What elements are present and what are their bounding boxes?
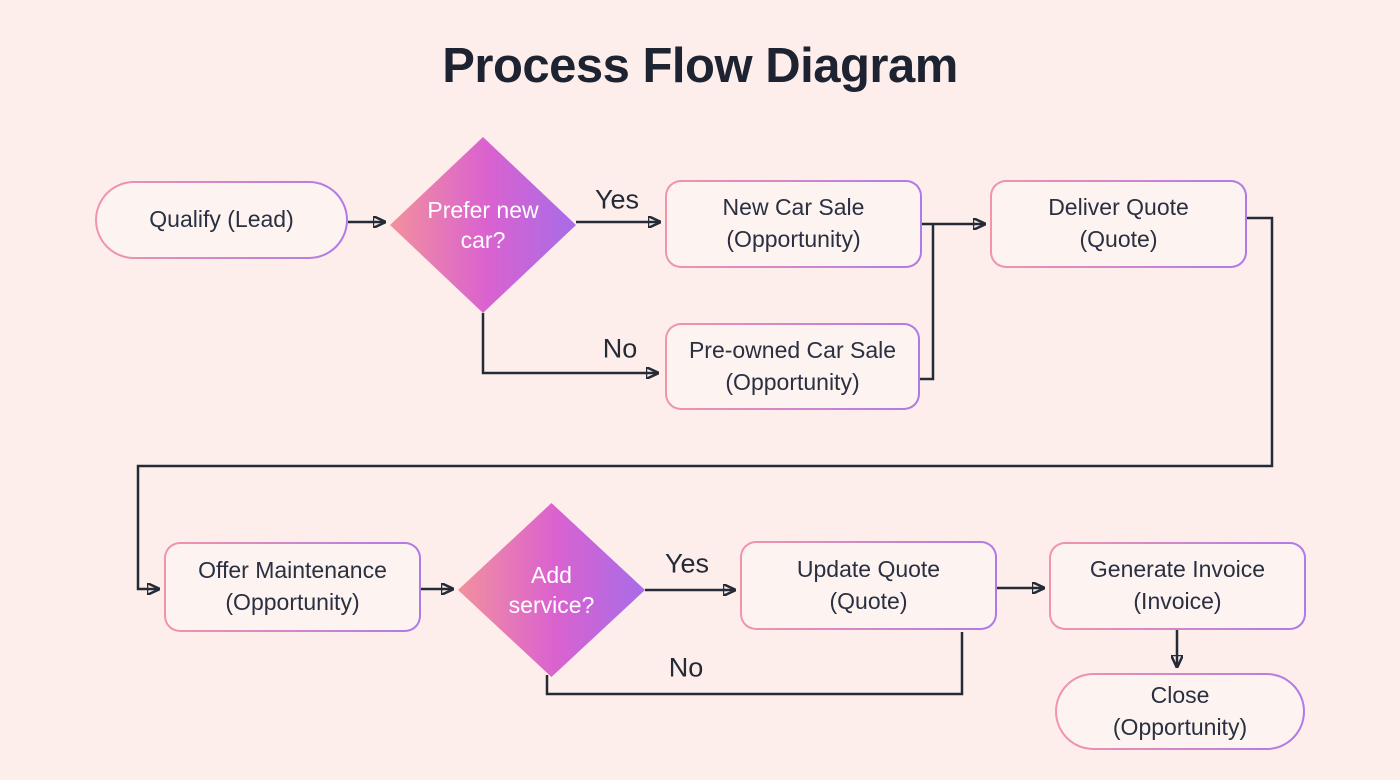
node-update-quote: Update Quote (Quote) [740,541,997,630]
node-deliver-quote: Deliver Quote (Quote) [990,180,1247,268]
edge-label-no-service: No [668,652,704,683]
node-label: Close (Opportunity) [1112,681,1248,740]
edge-label-yes-service: Yes [664,548,710,579]
node-offer-maintenance: Offer Maintenance (Opportunity) [164,542,421,632]
node-label: New Car Sale (Opportunity) [722,194,865,252]
edge-prefer-preowned [481,313,657,373]
node-generate-invoice: Generate Invoice (Invoice) [1049,542,1306,630]
node-label: Deliver Quote (Quote) [1048,194,1189,252]
node-label: Update Quote (Quote) [796,555,941,614]
node-pre-owned-car-sale: Pre-owned Car Sale (Opportunity) [665,323,920,410]
node-label: Qualify (Lead) [149,206,294,233]
edge-preowned-junction [920,224,935,381]
edge-deliver-offer [136,216,1274,589]
node-new-car-sale: New Car Sale (Opportunity) [665,180,922,268]
node-label: Pre-owned Car Sale (Opportunity) [688,336,897,395]
node-label: Generate Invoice (Invoice) [1089,556,1266,614]
edge-label-yes-new-car: Yes [594,184,640,215]
node-close-opportunity: Close (Opportunity) [1055,673,1305,750]
node-qualify-lead: Qualify (Lead) [95,181,348,259]
edge-label-no-pre-owned: No [602,333,638,364]
page-title: Process Flow Diagram [442,39,958,93]
node-label: Offer Maintenance (Opportunity) [198,557,387,615]
edge-addservice-no-join [545,632,964,696]
node-label: Prefer new car? [427,196,539,253]
node-label: Add service? [508,561,595,618]
